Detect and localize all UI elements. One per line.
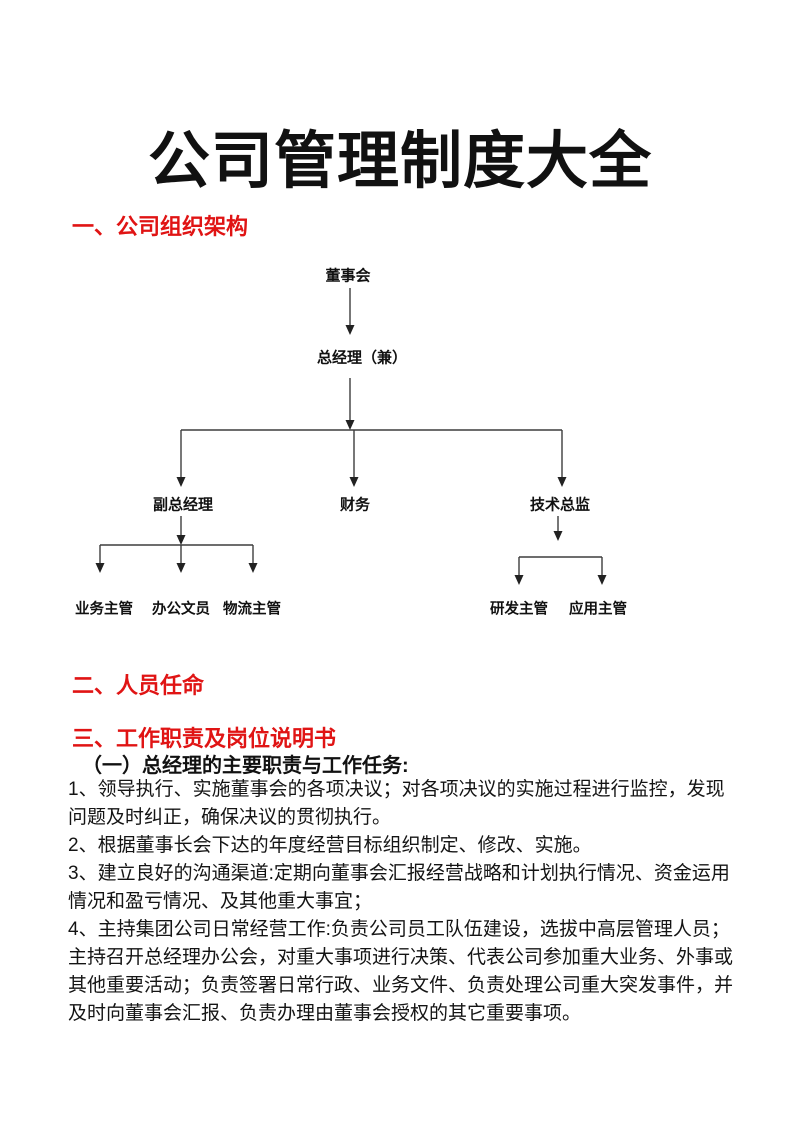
duty-item-3: 3、建立良好的沟通渠道:定期向董事会汇报经营战略和计划执行情况、资金运用情况和盈… bbox=[68, 863, 730, 912]
arrow-board-gm bbox=[345, 325, 355, 335]
org-node-board: 董事会 bbox=[325, 267, 371, 285]
org-node-deputy-gm: 副总经理 bbox=[152, 496, 214, 514]
subsection-heading-gm-duties: （一）总经理的主要职责与工作任务: bbox=[82, 755, 409, 777]
org-chart-connectors bbox=[95, 288, 607, 585]
section-heading-org-structure: 一、公司组织架构 bbox=[72, 214, 249, 239]
org-chart: 董事会 总经理（兼） 副总经理 财务 技术总监 业务主管 办公文员 物流主管 研… bbox=[0, 250, 800, 650]
org-node-office-clerk: 办公文员 bbox=[152, 601, 210, 618]
org-node-business-supervisor: 业务主管 bbox=[75, 601, 133, 618]
duty-list: 1、领导执行、实施董事会的各项决议；对各项决议的实施过程进行监控，发现问题及时纠… bbox=[68, 776, 740, 1028]
org-node-tech-director: 技术总监 bbox=[529, 496, 591, 514]
org-node-app-supervisor: 应用主管 bbox=[569, 601, 627, 618]
duty-item-1: 1、领导执行、实施董事会的各项决议；对各项决议的实施过程进行监控，发现问题及时纠… bbox=[68, 779, 725, 828]
org-node-general-manager: 总经理（兼） bbox=[316, 349, 408, 367]
section-heading-duties: 三、工作职责及岗位说明书 bbox=[72, 726, 337, 751]
section-heading-staff-appointment: 二、人员任命 bbox=[72, 673, 205, 698]
page-title: 公司管理制度大全 bbox=[147, 127, 652, 196]
duty-item-4: 4、主持集团公司日常经营工作:负责公司员工队伍建设，选拔中高层管理人员；主持召开… bbox=[68, 919, 734, 1024]
org-node-finance: 财务 bbox=[339, 496, 371, 514]
org-node-rd-supervisor: 研发主管 bbox=[490, 601, 548, 618]
duty-item-2: 2、根据董事长会下达的年度经营目标组织制定、修改、实施。 bbox=[68, 835, 592, 856]
org-node-logistics-supervisor: 物流主管 bbox=[223, 601, 281, 618]
arrow-gm-rail bbox=[345, 420, 355, 430]
